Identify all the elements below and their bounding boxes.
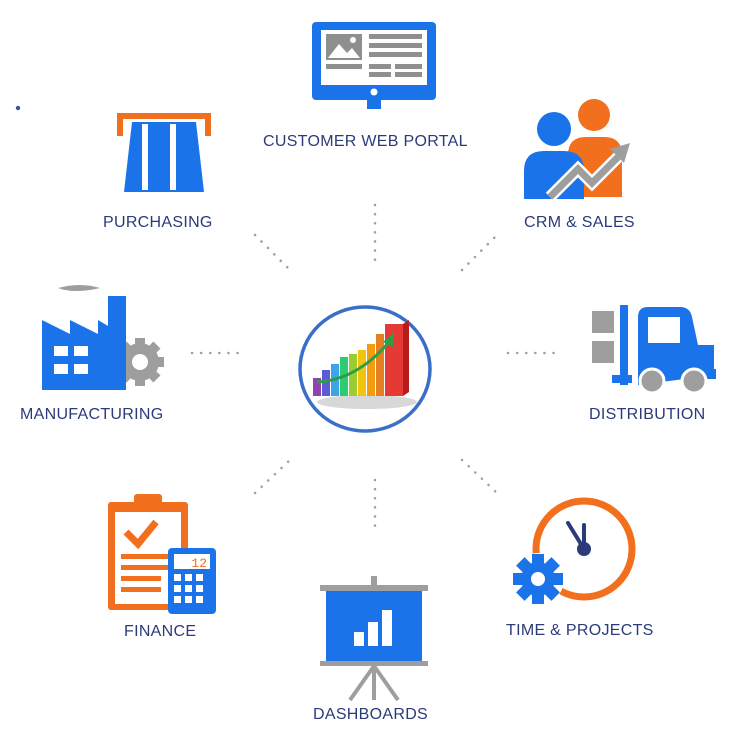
rising-bar-chart-icon [298,305,432,433]
factory-gear-icon [42,285,164,390]
module-time-projects[interactable] [510,495,645,613]
module-dashboards[interactable] [318,576,430,702]
connector-top-left [253,233,292,272]
connector-bottom-right [460,458,499,495]
label-customer-portal: CUSTOMER WEB PORTAL [263,133,468,150]
card-reader-icon [117,113,211,192]
module-crm-sales[interactable] [522,97,634,205]
hub [297,302,437,437]
presentation-board-icon [320,576,428,702]
monitor-icon [312,22,436,109]
label-purchasing: PURCHASING [103,214,213,231]
connector-bottom-left [253,458,292,495]
label-dashboards: DASHBOARDS [313,706,429,723]
module-distribution[interactable] [590,305,718,395]
corner-dot [15,105,21,111]
module-finance[interactable]: 12 [106,492,218,618]
clock-gear-icon [512,497,636,605]
label-manufacturing: MANUFACTURING [20,406,164,423]
module-manufacturing[interactable] [40,282,165,392]
module-customer-portal[interactable] [309,20,439,115]
module-purchasing[interactable] [116,112,212,196]
label-distribution: DISTRIBUTION [589,406,706,423]
connector-top-right [460,233,499,272]
label-finance: FINANCE [124,623,197,640]
forklift-icon [592,305,716,395]
calculator-display: 12 [191,556,207,571]
clipboard-calculator-icon: 12 [108,494,216,614]
label-crm-sales: CRM & SALES [524,214,635,231]
people-growth-icon [524,99,630,202]
label-time-projects: TIME & PROJECTS [506,622,654,639]
